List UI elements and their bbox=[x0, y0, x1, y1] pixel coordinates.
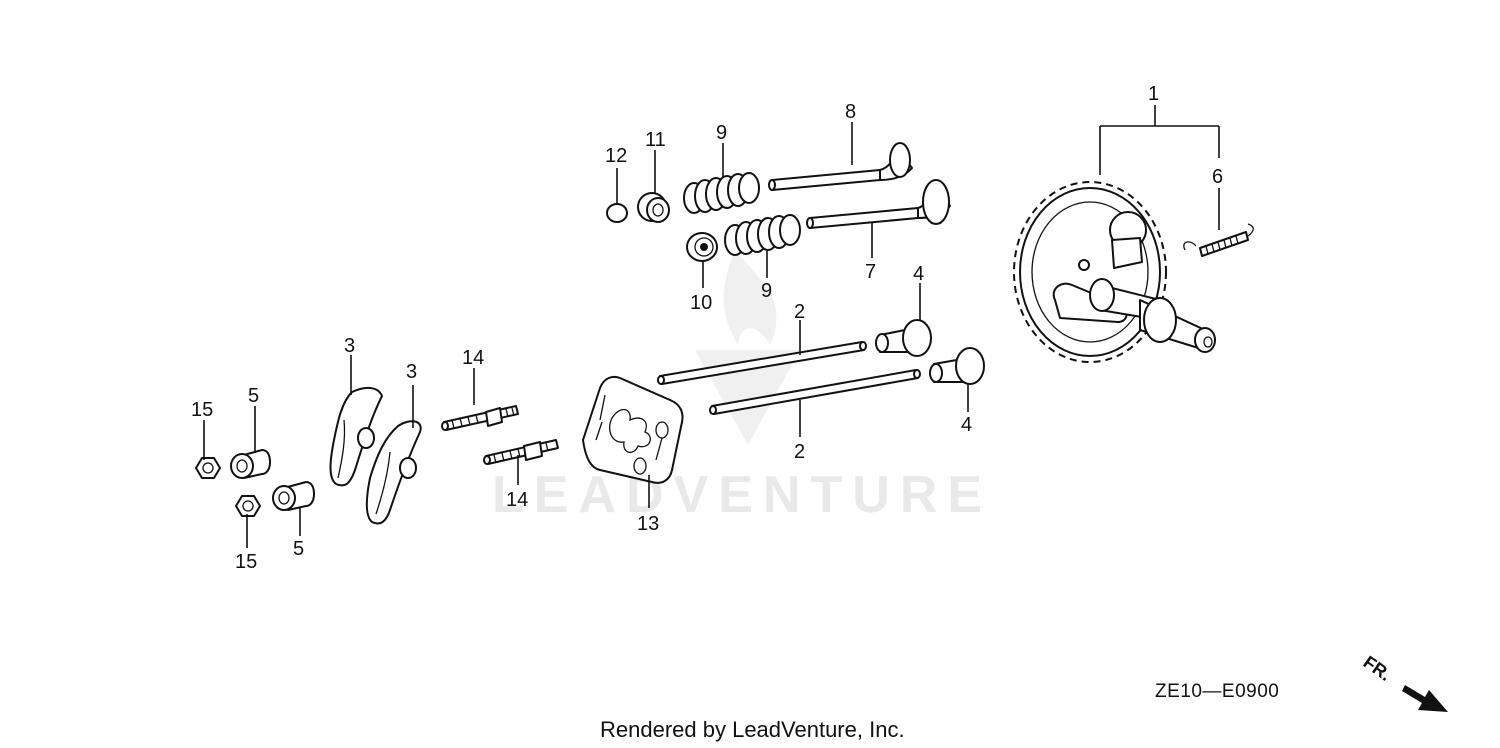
part-9-valve-spring-upper bbox=[683, 172, 760, 214]
callout-4-upper: 4 bbox=[913, 263, 924, 285]
callout-11: 11 bbox=[645, 129, 666, 151]
part-14-stud-upper bbox=[441, 405, 519, 431]
part-1-camshaft-assembly bbox=[1013, 181, 1216, 363]
part-14-stud-lower bbox=[483, 439, 559, 465]
part-2-push-rod-upper bbox=[657, 341, 867, 385]
part-3-rocker-arm-right bbox=[365, 420, 422, 525]
callout-6: 6 bbox=[1212, 166, 1223, 188]
callout-1: 1 bbox=[1148, 83, 1159, 105]
callout-10: 10 bbox=[690, 292, 712, 314]
callout-7: 7 bbox=[865, 261, 876, 283]
part-7-valve-intake bbox=[806, 179, 951, 229]
callout-5-lower: 5 bbox=[293, 538, 304, 560]
watermark-text: LEADVENTURE bbox=[492, 466, 992, 524]
callout-13: 13 bbox=[637, 513, 659, 535]
part-15-nut-lower bbox=[235, 495, 261, 517]
footer-credit: Rendered by LeadVenture, Inc. bbox=[600, 717, 905, 742]
callout-14-lower: 14 bbox=[506, 489, 528, 511]
part-5-pivot-lower bbox=[272, 481, 315, 511]
callout-15-upper: 15 bbox=[191, 399, 213, 421]
callout-labels: 1 2 2 3 3 4 4 5 5 6 7 8 9 9 10 11 12 13 … bbox=[191, 83, 1223, 573]
callout-2-lower: 2 bbox=[794, 441, 805, 463]
callout-2-upper: 2 bbox=[794, 301, 805, 323]
part-11-retainer bbox=[637, 192, 670, 223]
callout-15-lower: 15 bbox=[235, 551, 257, 573]
part-10-retainer bbox=[686, 232, 718, 262]
part-15-nut-upper bbox=[195, 457, 221, 479]
callout-12: 12 bbox=[605, 145, 627, 167]
part-9-valve-spring-lower bbox=[724, 214, 801, 256]
callout-5-upper: 5 bbox=[248, 385, 259, 407]
callout-9-upper: 9 bbox=[716, 122, 727, 144]
callout-14-upper: 14 bbox=[462, 347, 484, 369]
callout-3-right: 3 bbox=[406, 361, 417, 383]
part-5-pivot-upper bbox=[230, 449, 271, 479]
part-4-tappet-upper bbox=[875, 319, 932, 357]
part-13-guide-plate bbox=[582, 375, 684, 484]
part-4-tappet-lower bbox=[929, 347, 985, 385]
callout-4-lower: 4 bbox=[961, 414, 972, 436]
callout-3-left: 3 bbox=[344, 335, 355, 357]
callout-9-lower: 9 bbox=[761, 280, 772, 302]
part-6-spring bbox=[1183, 223, 1254, 257]
arrow-icon bbox=[1402, 685, 1448, 712]
callout-8: 8 bbox=[845, 101, 856, 123]
direction-label: FR. bbox=[1360, 652, 1395, 685]
part-8-valve-exhaust bbox=[768, 142, 913, 191]
part-2-push-rod-lower bbox=[709, 369, 921, 415]
watermark: LEADVENTURE bbox=[492, 250, 992, 524]
front-direction-indicator: FR. bbox=[1360, 652, 1448, 712]
part-12-cotter bbox=[606, 203, 628, 223]
drawing-code: ZE10—E0900 bbox=[1155, 681, 1279, 702]
part-3-rocker-arm-left bbox=[329, 386, 383, 487]
leader-lines bbox=[203, 105, 1220, 548]
